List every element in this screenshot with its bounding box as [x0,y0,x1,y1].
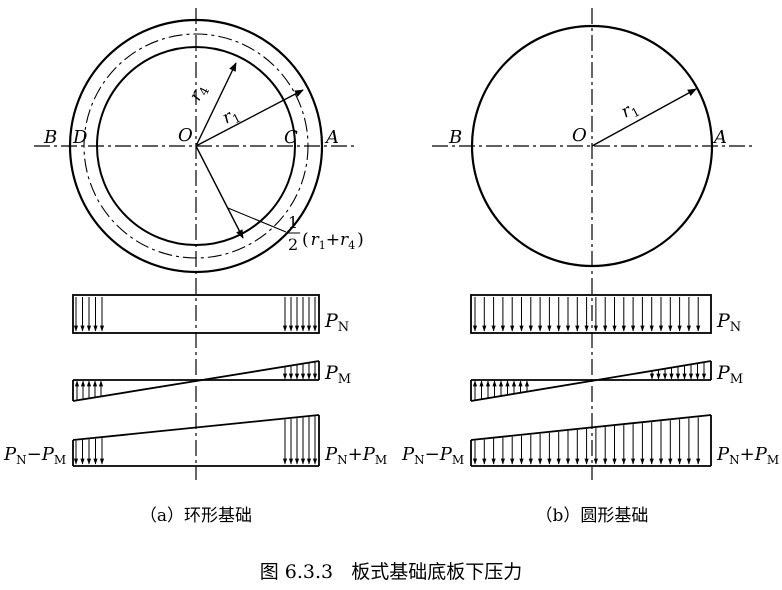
panel-b-pm-label: PM [716,362,743,387]
panel-a-middle-dashdot-circle [83,33,309,259]
panel-b-pm-arrows [472,362,707,401]
panel-a-pn-arrows [73,297,318,332]
panel-b-point-a: A [712,127,727,148]
panel-a-r4-label: r4 [186,81,213,105]
panel-b-pn-arrows [472,297,701,332]
panel-b-point-b: B [448,127,462,148]
panel-b-combined-arrows [472,417,701,465]
panel-b-right-combo-label: PN+PM [716,444,779,467]
svg-text:2: 2 [288,235,298,254]
panel-a-right-combo-label: PN+PM [324,444,387,467]
panel-a-pn-label: PN [324,310,349,335]
panel-a-pm-diagram [72,360,320,402]
panel-b-pm-diagram [470,360,712,402]
panel-a-caption: （a）环形基础 [140,506,252,526]
panel-a-pm-arrows [74,361,318,401]
panel-a-radius-r1-arrow [195,89,304,147]
panel-b-combined-diagram [470,414,712,467]
panel-a-outer-circle [68,18,324,274]
panel-a-point-d: D [72,127,88,148]
svg-text:(r1+r4): (r1+r4) [302,230,364,252]
panel-a-r1-label: r1 [219,103,243,130]
panel-a-point-a: A [324,127,339,148]
panel-b-point-o: O [572,125,587,146]
panel-a-half-radius-leader [227,207,287,233]
panel-a-point-o: O [178,125,193,146]
panel-a-combined-arrows [73,416,318,465]
panel-a-radius-r4-arrow [195,62,237,147]
panel-a-point-c: C [284,127,298,148]
panel-a-inner-circle [96,46,296,246]
figure-caption: 图 6.3.3 板式基础底板下压力 [260,561,523,583]
panel-a-half-radius-arrow [195,145,244,239]
panel-b-circle [470,24,714,268]
panel-b-circular-foundation: B O A r1 PN PM [401,8,779,526]
panel-b-pn-label: PN [716,310,741,335]
panel-a-pm-label: PM [324,362,351,387]
svg-text:1: 1 [288,213,298,232]
panel-a-pn-diagram [72,294,320,334]
panel-a-left-combo-label: PN−PM [3,444,66,467]
panel-a-combined-diagram [72,414,320,467]
panel-a-half-radius-label: 1 2 (r1+r4) [286,213,364,254]
panel-a-ring-foundation: B D O C A r4 r1 1 2 (r1+r4) PN [3,8,387,526]
panel-a-point-b: B [43,127,57,148]
panel-b-left-combo-label: PN−PM [401,444,464,467]
panel-b-pn-diagram [470,294,712,334]
panel-b-caption: （b）圆形基础 [536,506,649,526]
panel-b-radius-r1-arrow [591,88,697,147]
